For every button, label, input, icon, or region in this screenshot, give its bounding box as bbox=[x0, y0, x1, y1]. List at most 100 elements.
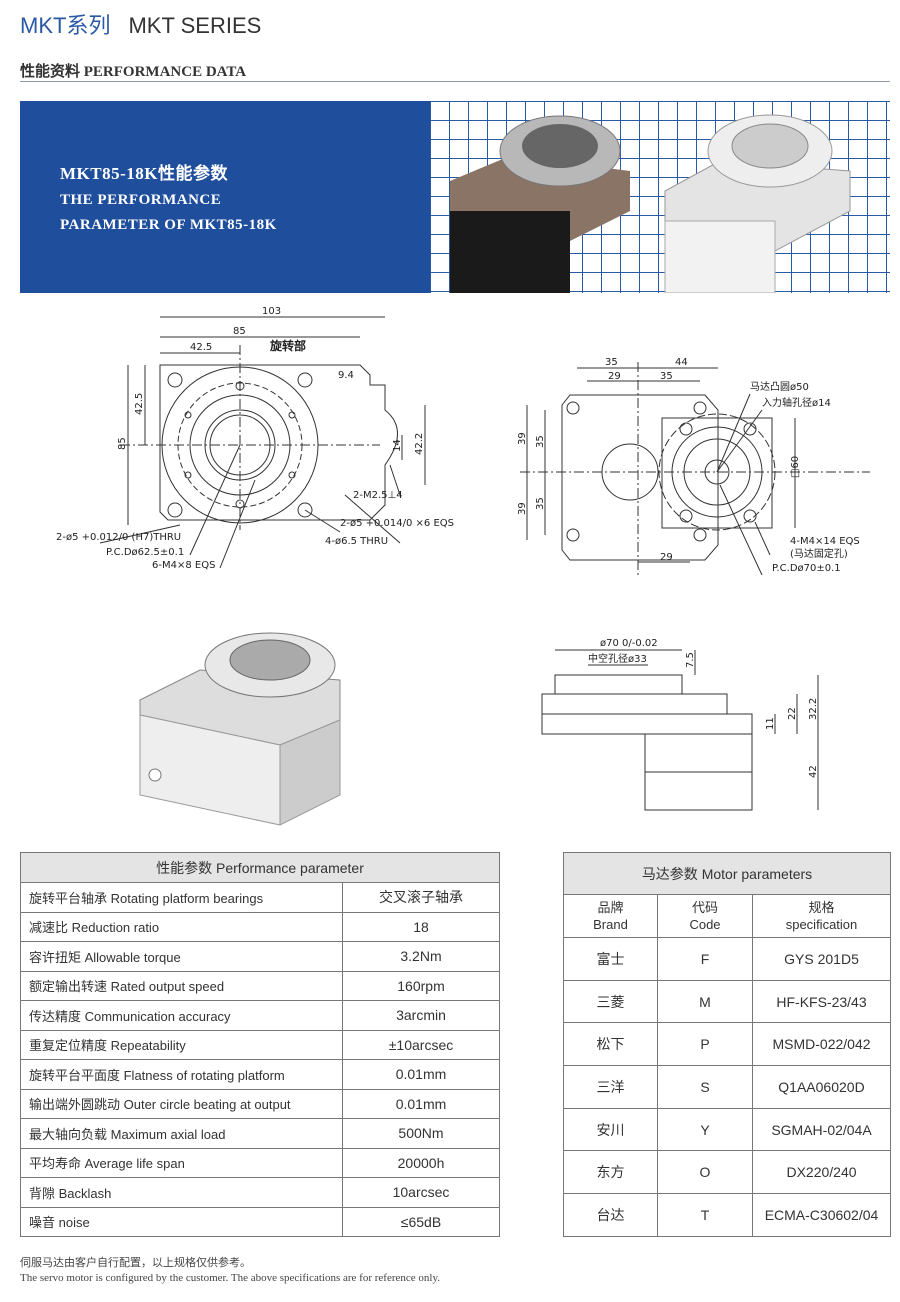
section-heading: 性能资料 PERFORMANCE DATA bbox=[20, 64, 247, 80]
dim-label: P.C.Dø62.5±0.1 bbox=[106, 547, 184, 558]
param-value: 10arcsec bbox=[342, 1177, 500, 1208]
top-view-drawing: 103 85 42.5 旋转部 9.4 42.5 85 14 42.2 2-M2… bbox=[56, 306, 454, 571]
dim-label: ø70 0/-0.02 bbox=[600, 638, 658, 649]
note-cn: 伺服马达由客户自行配置，以上规格仅供参考。 bbox=[20, 1257, 251, 1269]
dim-label: 中空孔径ø33 bbox=[588, 652, 647, 665]
param-value: 500Nm bbox=[342, 1118, 500, 1149]
param-label: 传达精度 Communication accuracy bbox=[20, 1000, 343, 1031]
dim-label: 旋转部 bbox=[269, 338, 306, 353]
dim-label: 2-M2.5⊥4 bbox=[353, 490, 403, 501]
bottom-view-drawing: 35 44 29 35 马达凸圆ø50 入力轴孔径ø14 39 35 39 35… bbox=[517, 357, 870, 576]
dim-label: 39 bbox=[517, 432, 528, 445]
banner-text: MKT85-18K性能参数 THE PERFORMANCE PARAMETER … bbox=[20, 101, 430, 293]
dim-label: 85 bbox=[117, 437, 128, 450]
dim-label: 42 bbox=[808, 765, 819, 778]
motor-spec: GYS 201D5 bbox=[752, 937, 891, 981]
banner-title: MKT85-18K性能参数 bbox=[60, 164, 228, 183]
dim-label: □60 bbox=[790, 456, 801, 478]
banner-line: PARAMETER OF MKT85-18K bbox=[60, 217, 277, 233]
motor-code: Y bbox=[657, 1107, 753, 1152]
motor-code: M bbox=[657, 979, 753, 1024]
motor-spec: HF-KFS-23/43 bbox=[752, 979, 891, 1024]
side-view-drawing: ø70 0/-0.02 中空孔径ø33 7.5 32.2 22 11 42 bbox=[541, 638, 819, 811]
param-label: 噪音 noise bbox=[20, 1206, 343, 1237]
dim-label: 32.2 bbox=[808, 698, 819, 720]
motor-brand: 富士 bbox=[563, 937, 658, 981]
param-value: ±10arcsec bbox=[342, 1029, 500, 1060]
motor-brand: 松下 bbox=[563, 1022, 658, 1067]
header-cn: 规格 bbox=[808, 900, 835, 915]
header-en: Code bbox=[689, 917, 721, 932]
dim-label: 4-ø6.5 THRU bbox=[325, 536, 388, 547]
param-value: 18 bbox=[342, 911, 500, 942]
dim-label: 35 bbox=[535, 497, 546, 510]
dim-label: 39 bbox=[517, 502, 528, 515]
motor-spec: DX220/240 bbox=[752, 1150, 891, 1195]
motor-code: P bbox=[657, 1022, 753, 1067]
col-code: 代码 Code bbox=[657, 894, 753, 938]
header-cn: 品牌 bbox=[597, 900, 624, 915]
product-banner: MKT85-18K性能参数 THE PERFORMANCE PARAMETER … bbox=[20, 101, 890, 294]
param-label: 减速比 Reduction ratio bbox=[20, 911, 343, 942]
param-label: 重复定位精度 Repeatability bbox=[20, 1029, 343, 1060]
motor-spec: SGMAH-02/04A bbox=[752, 1107, 891, 1152]
series-cn: MKT系列 bbox=[20, 13, 111, 38]
param-label: 旋转平台平面度 Flatness of rotating platform bbox=[20, 1059, 343, 1090]
dim-label: 4-M4×14 EQS bbox=[790, 536, 860, 547]
dim-label: 85 bbox=[233, 326, 246, 337]
header-cn: 代码 bbox=[691, 900, 718, 915]
dim-label: 42.2 bbox=[414, 433, 425, 455]
header-en: specification bbox=[785, 917, 858, 932]
param-value: 0.01mm bbox=[342, 1059, 500, 1090]
param-value: ≤65dB bbox=[342, 1206, 500, 1237]
banner-line: THE PERFORMANCE bbox=[60, 192, 222, 208]
note-en: The servo motor is configured by the cus… bbox=[20, 1272, 440, 1284]
table-row: 重复定位精度 Repeatability±10arcsec bbox=[20, 1029, 500, 1060]
motor-code: O bbox=[657, 1150, 753, 1195]
dim-label: 42.5 bbox=[190, 342, 212, 353]
param-label: 旋转平台轴承 Rotating platform bearings bbox=[20, 882, 343, 913]
motor-spec: MSMD-022/042 bbox=[752, 1022, 891, 1067]
dim-label: 22 bbox=[787, 707, 798, 720]
param-value: 交叉滚子轴承 bbox=[342, 882, 500, 913]
param-label: 平均寿命 Average life span bbox=[20, 1147, 343, 1178]
motor-brand: 安川 bbox=[563, 1107, 658, 1152]
param-label: 容许扭矩 Allowable torque bbox=[20, 941, 343, 972]
dim-label: 103 bbox=[262, 306, 281, 317]
param-value: 0.01mm bbox=[342, 1088, 500, 1119]
col-spec: 规格 specification bbox=[752, 894, 891, 938]
motor-spec: Q1AA06020D bbox=[752, 1065, 891, 1109]
dim-label: 35 bbox=[660, 371, 673, 382]
dim-label: 2-ø5 +0.014/0 ×6 EQS bbox=[340, 518, 454, 529]
dim-label: 6-M4×8 EQS bbox=[152, 560, 215, 571]
dim-label: P.C.Dø70±0.1 bbox=[772, 563, 841, 574]
motor-brand: 三菱 bbox=[563, 979, 658, 1024]
dim-label: 29 bbox=[660, 552, 673, 563]
motor-brand: 台达 bbox=[563, 1193, 658, 1237]
param-label: 额定输出转速 Rated output speed bbox=[20, 970, 343, 1001]
motor-code: F bbox=[657, 937, 753, 981]
motor-brand: 三洋 bbox=[563, 1065, 658, 1109]
motor-code: T bbox=[657, 1193, 753, 1237]
isometric-render bbox=[139, 632, 341, 826]
param-value: 3.2Nm bbox=[342, 941, 500, 972]
dim-label: 7.5 bbox=[685, 652, 696, 668]
dim-label: 11 bbox=[765, 717, 776, 730]
performance-table-title: 性能参数 Performance parameter bbox=[20, 852, 500, 883]
dim-label: 2-ø5 +0.012/0 (H7)THRU bbox=[56, 532, 181, 543]
param-value: 3arcmin bbox=[342, 1000, 500, 1031]
